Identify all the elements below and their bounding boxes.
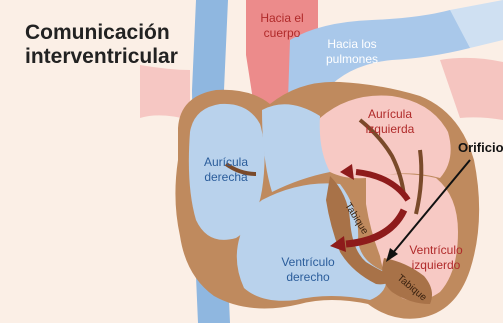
- page-title-line2: interventricular: [25, 45, 178, 68]
- right-atrium-label-line2: derecha: [204, 170, 248, 184]
- pulmonary-label-line1: Hacia los: [327, 37, 376, 51]
- left-ventricle-label-line2: izquierdo: [412, 258, 461, 272]
- right-ventricle-label-line1: Ventrículo: [281, 255, 335, 269]
- left-atrium-label-line2: izquierda: [366, 122, 415, 136]
- pulmonary-label-line2: pulmones: [326, 52, 378, 66]
- right-atrium-label-line1: Aurícula: [204, 155, 248, 169]
- aorta-label-line2: cuerpo: [264, 26, 301, 40]
- page-title-line1: Comunicación: [25, 21, 170, 44]
- right-ventricle-label-line2: derecho: [286, 270, 330, 284]
- aorta-label-line1: Hacia el: [260, 11, 303, 25]
- orifice-label: Orificio: [458, 140, 503, 155]
- left-atrium-label-line1: Aurícula: [368, 107, 412, 121]
- left-ventricle-label-line1: Ventrículo: [409, 243, 463, 257]
